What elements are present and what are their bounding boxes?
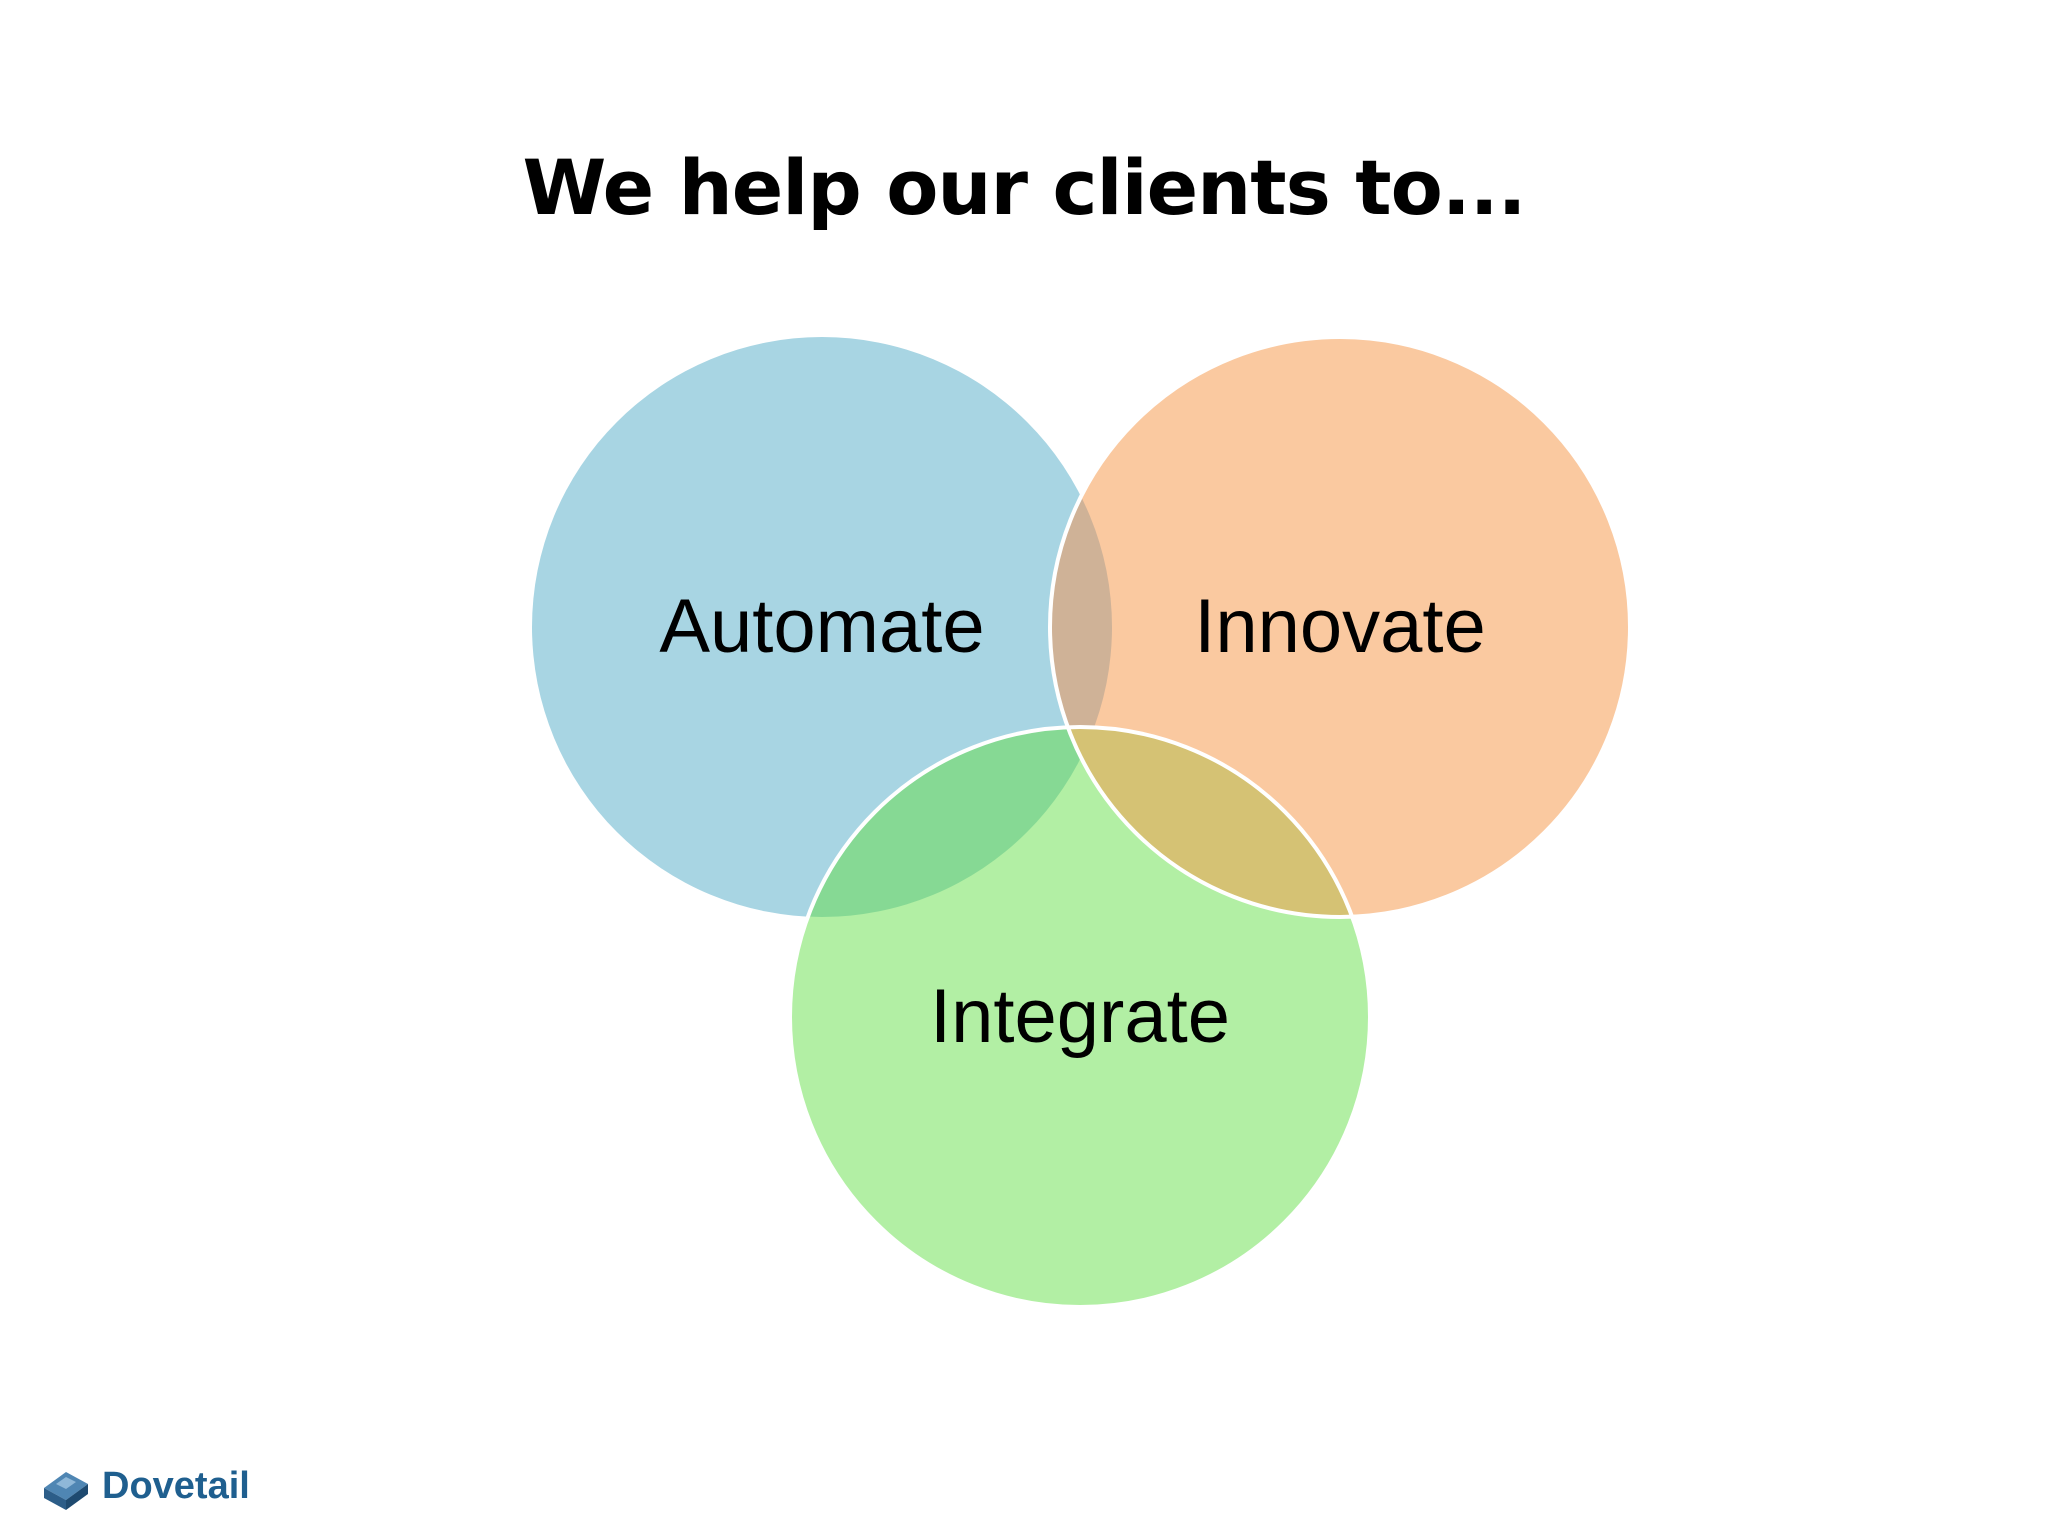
logo-text: Dovetail (102, 1465, 250, 1507)
label-automate: Automate (659, 584, 984, 669)
slide-title: We help our clients to... (522, 143, 1527, 232)
outline-integrate (788, 725, 1372, 1309)
outline-innovate (1048, 335, 1632, 919)
dovetail-logo: Dovetail (38, 1456, 250, 1516)
overlap-innovate-integrate (1050, 727, 1370, 917)
overlap-automate-integrate (790, 727, 1112, 917)
dovetail-logo-icon (44, 1472, 88, 1510)
label-innovate: Innovate (1194, 584, 1486, 669)
label-integrate: Integrate (930, 974, 1230, 1059)
